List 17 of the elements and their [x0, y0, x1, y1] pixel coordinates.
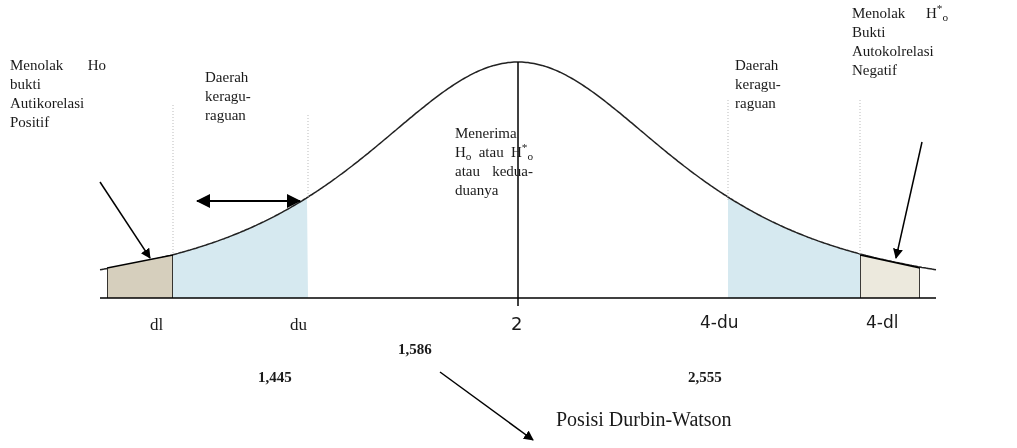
axis-tick-label: du: [290, 314, 307, 336]
region-label: Menolak Ho bukti Autikorelasi Positif: [10, 56, 106, 132]
rejection-region: [107, 255, 173, 298]
region-label: Daerah keragu-raguan: [205, 68, 252, 125]
value-label: 1,445: [258, 368, 292, 387]
value-label: 2,555: [688, 368, 722, 387]
axis-tick-label: 4-du: [700, 311, 739, 334]
value-label: 1,586: [398, 340, 433, 359]
axis-tick-label: 4-dl: [866, 311, 899, 334]
region-label: Daerah keragu-raguan: [735, 56, 782, 113]
arrow: [893, 141, 923, 259]
axis-tick-label: 2: [511, 312, 523, 336]
rejection-region: [860, 255, 920, 298]
arrow: [99, 181, 151, 259]
axis-tick-label: dl: [150, 314, 164, 336]
caption-text: Posisi Durbin-Watson: [556, 407, 732, 432]
arrow: [439, 371, 534, 441]
